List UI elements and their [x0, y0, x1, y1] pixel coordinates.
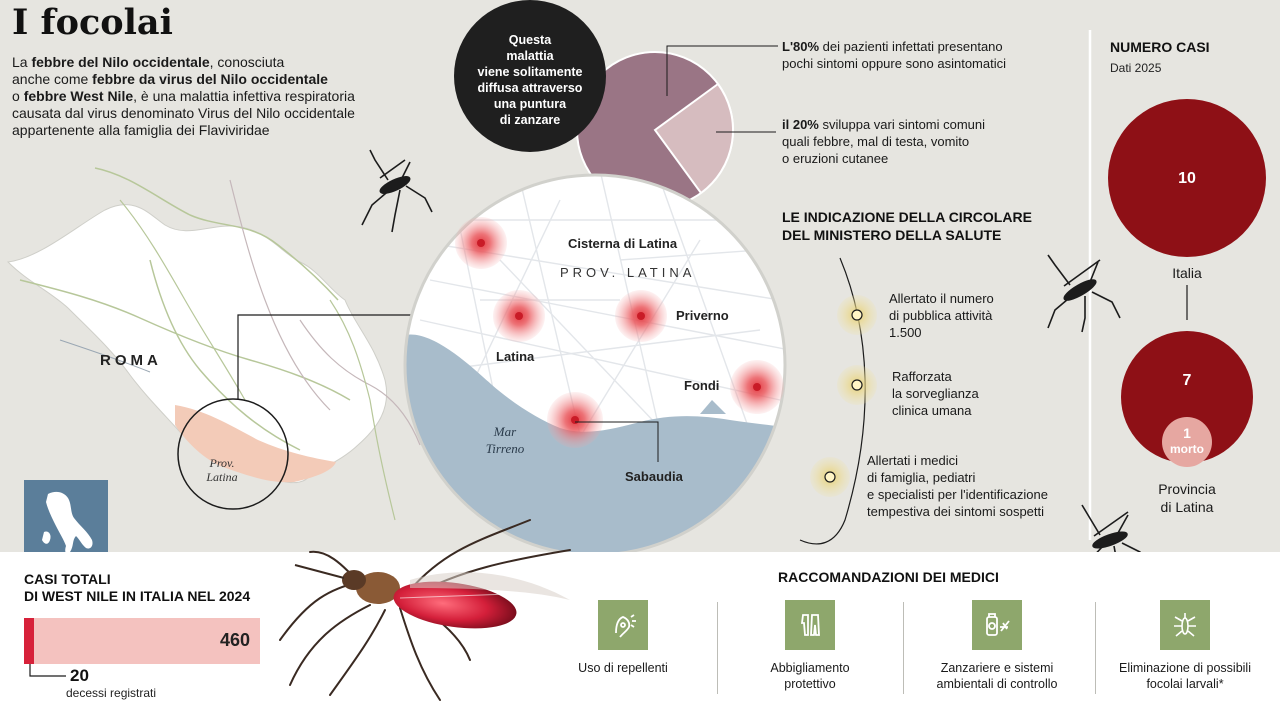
- italia-value: 10: [1178, 170, 1196, 187]
- provincia-circle: [1121, 331, 1253, 463]
- totals-title: CASI TOTALI DI WEST NILE IN ITALIA NEL 2…: [24, 571, 251, 604]
- pie-note-20: il 20% sviluppa vari sintomi comuni qual…: [782, 117, 986, 166]
- recommendation-mosquito-net: Zanzariere e sistemi ambientali di contr…: [912, 600, 1082, 692]
- divider: [1095, 602, 1096, 694]
- mosquito-net-icon: [972, 600, 1022, 650]
- deaths-label: morto: [1170, 442, 1204, 456]
- mosquito-icon: [361, 149, 433, 233]
- sea-label: Mar Tirreno: [485, 424, 525, 456]
- italy-map-icon: [24, 480, 108, 564]
- total-cases-bar: [24, 618, 260, 664]
- ministry-step-2: Rafforzata la sorveglianza clinica umana: [892, 369, 979, 418]
- symptoms-pie: [576, 45, 778, 209]
- italia-label: Italia: [1172, 265, 1202, 281]
- recommendation-repellent: Uso di repellenti: [538, 600, 708, 676]
- larvae-icon: [1160, 600, 1210, 650]
- mosquito-illustration: [279, 519, 571, 701]
- ministry-step-1: Allertato il numero di pubblica attività…: [889, 291, 994, 340]
- divider: [717, 602, 718, 694]
- deaths-connector: [29, 664, 66, 677]
- cases-subtitle: Dati 2025: [1110, 61, 1162, 75]
- lazio-region-map: [6, 167, 421, 521]
- pie-note-80: L'80% dei pazienti infettati presentano …: [782, 39, 1007, 71]
- deaths-bar: [24, 618, 34, 664]
- page-title: I focolai: [12, 2, 173, 43]
- italia-circle: [1108, 99, 1266, 257]
- province-map-title: PROV. LATINA: [560, 265, 696, 280]
- province-locator-circle: [177, 398, 289, 510]
- city-label-sabaudia: Sabaudia: [625, 469, 683, 484]
- recommendation-clothing: Abbigliamento protettivo: [725, 600, 895, 692]
- recommendation-larvae: Eliminazione di possibili focolai larval…: [1100, 600, 1270, 692]
- cases-title: NUMERO CASI: [1110, 39, 1210, 55]
- divider: [903, 602, 904, 694]
- deaths-circle: [1162, 417, 1212, 467]
- city-label-fondi: Fondi: [684, 378, 720, 393]
- repellent-icon: [598, 600, 648, 650]
- ministry-step-3: Allertati i medici di famiglia, pediatri…: [867, 453, 1048, 519]
- intro-text: La febbre del Nilo occidentale, conosciu…: [12, 54, 355, 138]
- clothing-icon: [785, 600, 835, 650]
- city-label-priverno: Priverno: [676, 308, 729, 323]
- connector-line: [237, 314, 412, 399]
- provincia-label: Provincia di Latina: [1158, 481, 1216, 515]
- roma-label: ROMA: [100, 352, 162, 369]
- deaths-caption: decessi registrati: [66, 686, 157, 700]
- cases-column: [1088, 30, 1266, 540]
- deaths-value: 1: [1183, 425, 1191, 441]
- ministry-heading: LE INDICAZIONE DELLA CIRCOLARE DEL MINIS…: [782, 209, 1032, 243]
- province-label: Prov. Latina: [206, 456, 238, 484]
- callout-text: Questa malattia viene solitamente diffus…: [477, 33, 583, 127]
- city-label-cisterna: Cisterna di Latina: [568, 236, 678, 251]
- provincia-value: 7: [1182, 372, 1192, 389]
- callout-circle: [454, 0, 606, 152]
- total-cases-value: 460: [219, 630, 250, 650]
- mosquito-icon: [1047, 254, 1121, 333]
- ministry-timeline: [799, 257, 877, 545]
- recommendations-title: RACCOMANDAZIONI DEI MEDICI: [778, 569, 999, 585]
- city-label-latina: Latina: [496, 349, 535, 364]
- deaths-count: 20: [70, 666, 89, 685]
